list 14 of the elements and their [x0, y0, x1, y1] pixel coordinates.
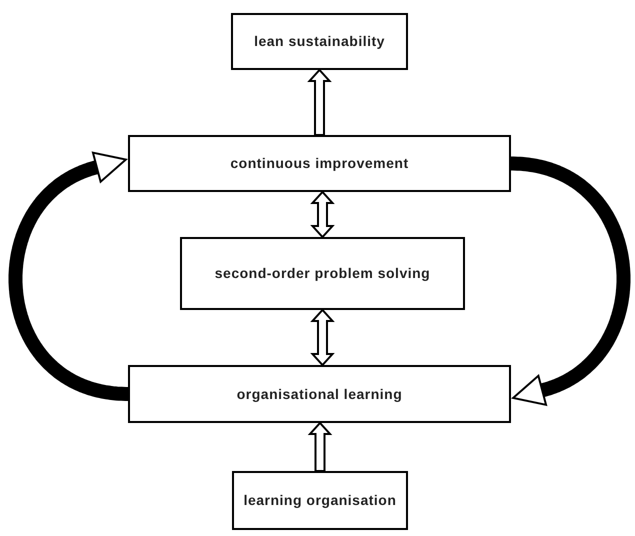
block-arrow	[307, 68, 332, 136]
process-box	[128, 135, 511, 192]
box-label: continuous improvement	[230, 154, 409, 173]
process-box	[180, 237, 465, 310]
box-label: organisational learning	[236, 384, 402, 404]
process-box	[231, 13, 408, 70]
process-box	[232, 471, 408, 530]
box-label: second-order problem solving	[214, 264, 430, 283]
box-label: lean sustainability	[254, 32, 385, 51]
block-arrow	[310, 308, 335, 366]
block-arrow	[310, 190, 335, 238]
box-label: learning organisation	[244, 491, 396, 510]
process-box	[128, 365, 511, 423]
block-arrow	[308, 422, 332, 472]
